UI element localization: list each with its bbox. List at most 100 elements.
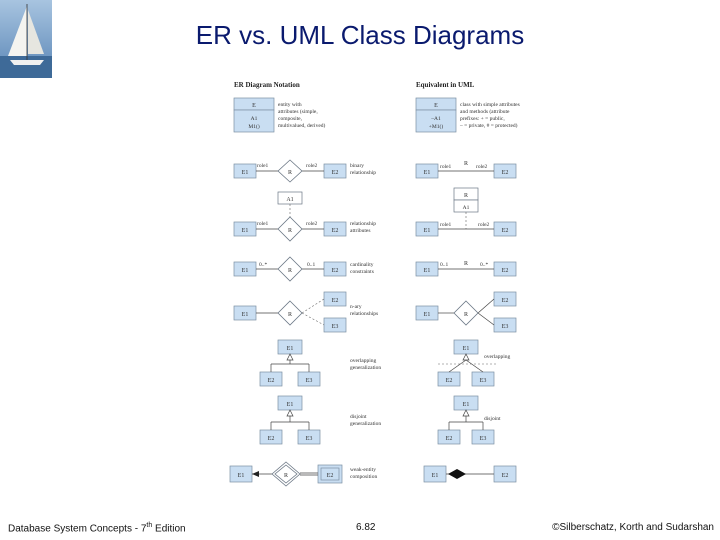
er-overlap-top: E1 [287,346,294,352]
er-nway-e1: E1 [242,312,249,318]
er-relattr-diamond [277,216,303,242]
uml-relattr-class: R [464,193,468,199]
sailboat-logo [0,0,52,78]
er-uml-comparison-figure: ER Diagram Notation Equivalent in UML E … [229,81,520,487]
uml-class-name: E [434,103,438,109]
uml-disjoint-label: disjoint [484,416,501,422]
uml-weak-e1: E1 [432,473,439,479]
er-card-diamond [277,256,303,282]
uml-binary-role2: role2 [476,164,488,170]
er-entity-box [233,97,275,133]
er-relattr-role1: role1 [257,221,269,227]
er-card-e2: E2 [332,268,339,274]
footer-copyright: ©Silberschatz, Korth and Sudarshan [552,522,714,533]
er-card-e1: E1 [242,268,249,274]
overlap-desc-2: generalization [350,365,381,371]
er-weak-e2: E2 [327,473,334,479]
binary-desc-1: binary [350,163,364,169]
uml-class-attr: –A1 [430,116,441,122]
uml-nway-e1: E1 [424,312,431,318]
er-card-rel: R [288,268,292,274]
er-relattr-e2: E2 [332,228,339,234]
er-weak-e2-inner-box [320,467,340,481]
er-disjoint-b2: E3 [306,436,313,442]
disjoint-desc-1: disjoint [350,414,367,420]
uml-card-rel: R [464,261,468,267]
uml-binary-rel: R [464,161,468,167]
er-entity-desc-4: multivalued, derived) [278,122,326,129]
er-nway-diamond [277,300,303,326]
er-weak-inner-diamond [274,464,298,484]
uml-card-e1: E1 [424,268,431,274]
er-overlap-b2: E3 [306,378,313,384]
er-overlap-b1: E2 [268,378,275,384]
er-entity-desc-2: attributes (simple, [278,108,318,115]
uml-class-box [415,97,457,133]
uml-disjoint-top: E1 [463,402,470,408]
uml-nway-e3: E3 [502,324,509,330]
uml-equivalent-heading: Equivalent in UML [416,81,475,89]
er-entity-name: E [252,103,256,109]
uml-overlap-b1: E2 [446,378,453,384]
er-entity-desc-1: entity with [278,102,302,108]
er-entity-attr: A1 [251,116,258,122]
er-binary-e2: E2 [332,170,339,176]
uml-overlap-top: E1 [463,346,470,352]
er-binary-role2: role2 [306,163,318,169]
uml-overlap-b2: E3 [480,378,487,384]
uml-class-desc-4: – = private, # = protected) [459,122,518,129]
uml-binary-e2: E2 [502,170,509,176]
footer-book-title: Database System Concepts - 7th Edition [8,522,186,535]
er-nway-rel: R [288,312,292,318]
er-nway-e2-box [323,291,347,307]
card-desc-1: cardinality [350,262,374,268]
er-disjoint-top: E1 [287,402,294,408]
er-entity-method: M1() [248,123,259,130]
er-notation-heading: ER Diagram Notation [234,81,300,89]
uml-nway-rel: R [464,312,468,318]
weak-desc-2: composition [350,474,377,480]
uml-card-c2: 0..* [480,262,489,268]
card-desc-2: constraints [350,269,374,275]
er-relattr-rel: R [288,228,292,234]
er-binary-rel: R [288,170,292,176]
er-card-c2: 0..1 [307,262,316,268]
uml-binary-e1: E1 [424,170,431,176]
uml-card-c1: 0..1 [440,262,449,268]
er-disjoint-b1: E2 [268,436,275,442]
er-relattr-e1: E1 [242,228,249,234]
uml-card-e2: E2 [502,268,509,274]
relattr-desc-1: relationship [350,221,376,227]
uml-class-desc-3: prefixes: + = public, [460,115,505,122]
nway-desc-1: n-ary [350,304,362,310]
uml-overlap-label: overlapping [484,354,511,360]
uml-weak-e2: E2 [502,473,509,479]
uml-binary-role1: role1 [440,164,452,170]
uml-nway-e2: E2 [502,298,509,304]
er-nway-e3: E3 [332,324,339,330]
er-binary-e1: E1 [242,170,249,176]
uml-nway-diamond [453,300,479,326]
relattr-desc-2: attributes [350,228,370,234]
uml-disjoint-b1: E2 [446,436,453,442]
er-weak-rel: R [284,473,288,479]
footer-slide-number: 6.82 [356,522,376,533]
composition-diamond [448,469,466,479]
uml-relattr-e1: E1 [424,228,431,234]
disjoint-desc-2: generalization [350,421,381,427]
er-relattr-attr: A1 [286,197,293,203]
uml-class-method: +M1() [429,123,444,130]
overlap-desc-1: overlapping [350,358,377,364]
slide-title: ER vs. UML Class Diagrams [195,20,525,50]
er-relattr-role2: role2 [306,221,318,227]
er-card-c1: 0..* [259,262,268,268]
uml-relattr-role2: role2 [478,222,490,228]
uml-relattr-role1: role1 [440,222,452,228]
nway-desc-2: relationships [350,311,378,317]
uml-relattr-e2: E2 [502,228,509,234]
binary-desc-2: relationship [350,170,376,176]
er-entity-desc-3: composite, [278,116,303,122]
er-binary-role1: role1 [257,163,269,169]
er-nway-e2: E2 [332,298,339,304]
uml-class-desc-2: and methods (attribute [460,108,510,115]
